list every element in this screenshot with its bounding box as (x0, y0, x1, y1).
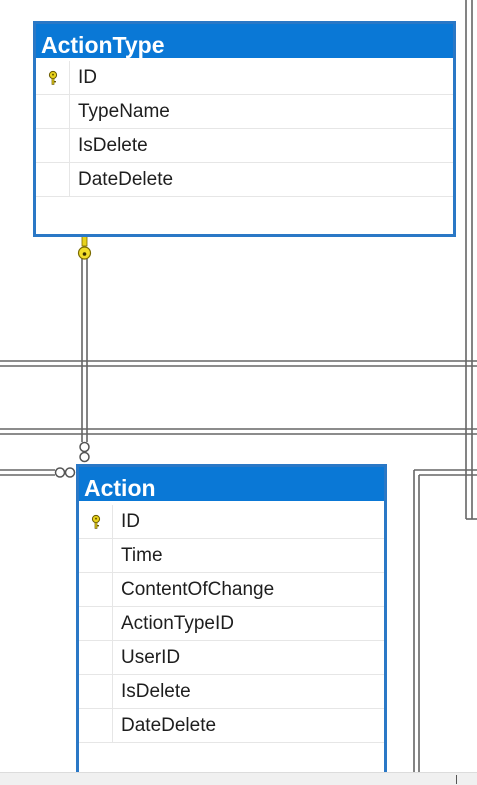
table-title: ActionType (36, 24, 453, 58)
column-row[interactable]: ActionTypeID (79, 607, 384, 641)
row-selector[interactable] (36, 61, 70, 94)
horizontal-scrollbar[interactable] (0, 772, 477, 785)
primary-key-icon (91, 514, 101, 529)
column-row[interactable]: ID (79, 505, 384, 539)
row-selector[interactable] (79, 675, 113, 708)
many-end-icon (54, 467, 76, 478)
column-row[interactable]: Time (79, 539, 384, 573)
column-name: ID (78, 67, 97, 88)
column-name: IsDelete (78, 135, 148, 156)
column-name: IsDelete (121, 681, 191, 702)
row-selector[interactable] (36, 163, 70, 196)
many-end-icon (79, 441, 90, 463)
primary-key-icon (48, 70, 58, 85)
column-name: ActionTypeID (121, 613, 234, 634)
table-actiontype[interactable]: ActionType ID TypeName IsD (33, 21, 456, 237)
row-selector[interactable] (79, 641, 113, 674)
column-name: ContentOfChange (121, 579, 275, 600)
column-row[interactable]: ContentOfChange (79, 573, 384, 607)
row-selector[interactable] (79, 607, 113, 640)
column-name: Time (121, 545, 163, 566)
column-name: DateDelete (121, 715, 217, 736)
table-action[interactable]: Action ID Time ContentOfCh (76, 464, 387, 785)
column-list: ID TypeName IsDelete DateDelete (36, 61, 453, 197)
one-end-key-icon (77, 235, 92, 260)
column-row[interactable]: TypeName (36, 95, 453, 129)
column-row[interactable]: ID (36, 61, 453, 95)
column-row[interactable]: DateDelete (36, 163, 453, 197)
scrollbar-grip[interactable] (456, 775, 457, 784)
row-selector[interactable] (36, 95, 70, 128)
column-name: DateDelete (78, 169, 174, 190)
row-selector[interactable] (36, 129, 70, 162)
column-list: ID Time ContentOfChange ActionTypeID Use… (79, 505, 384, 743)
row-selector[interactable] (79, 709, 113, 742)
column-row[interactable]: IsDelete (79, 675, 384, 709)
column-row[interactable]: IsDelete (36, 129, 453, 163)
table-title: Action (79, 467, 384, 501)
column-name: UserID (121, 647, 181, 668)
row-selector[interactable] (79, 505, 113, 538)
column-name: TypeName (78, 101, 170, 122)
column-name: ID (121, 511, 140, 532)
row-selector[interactable] (79, 573, 113, 606)
row-selector[interactable] (79, 539, 113, 572)
column-row[interactable]: UserID (79, 641, 384, 675)
column-row[interactable]: DateDelete (79, 709, 384, 743)
